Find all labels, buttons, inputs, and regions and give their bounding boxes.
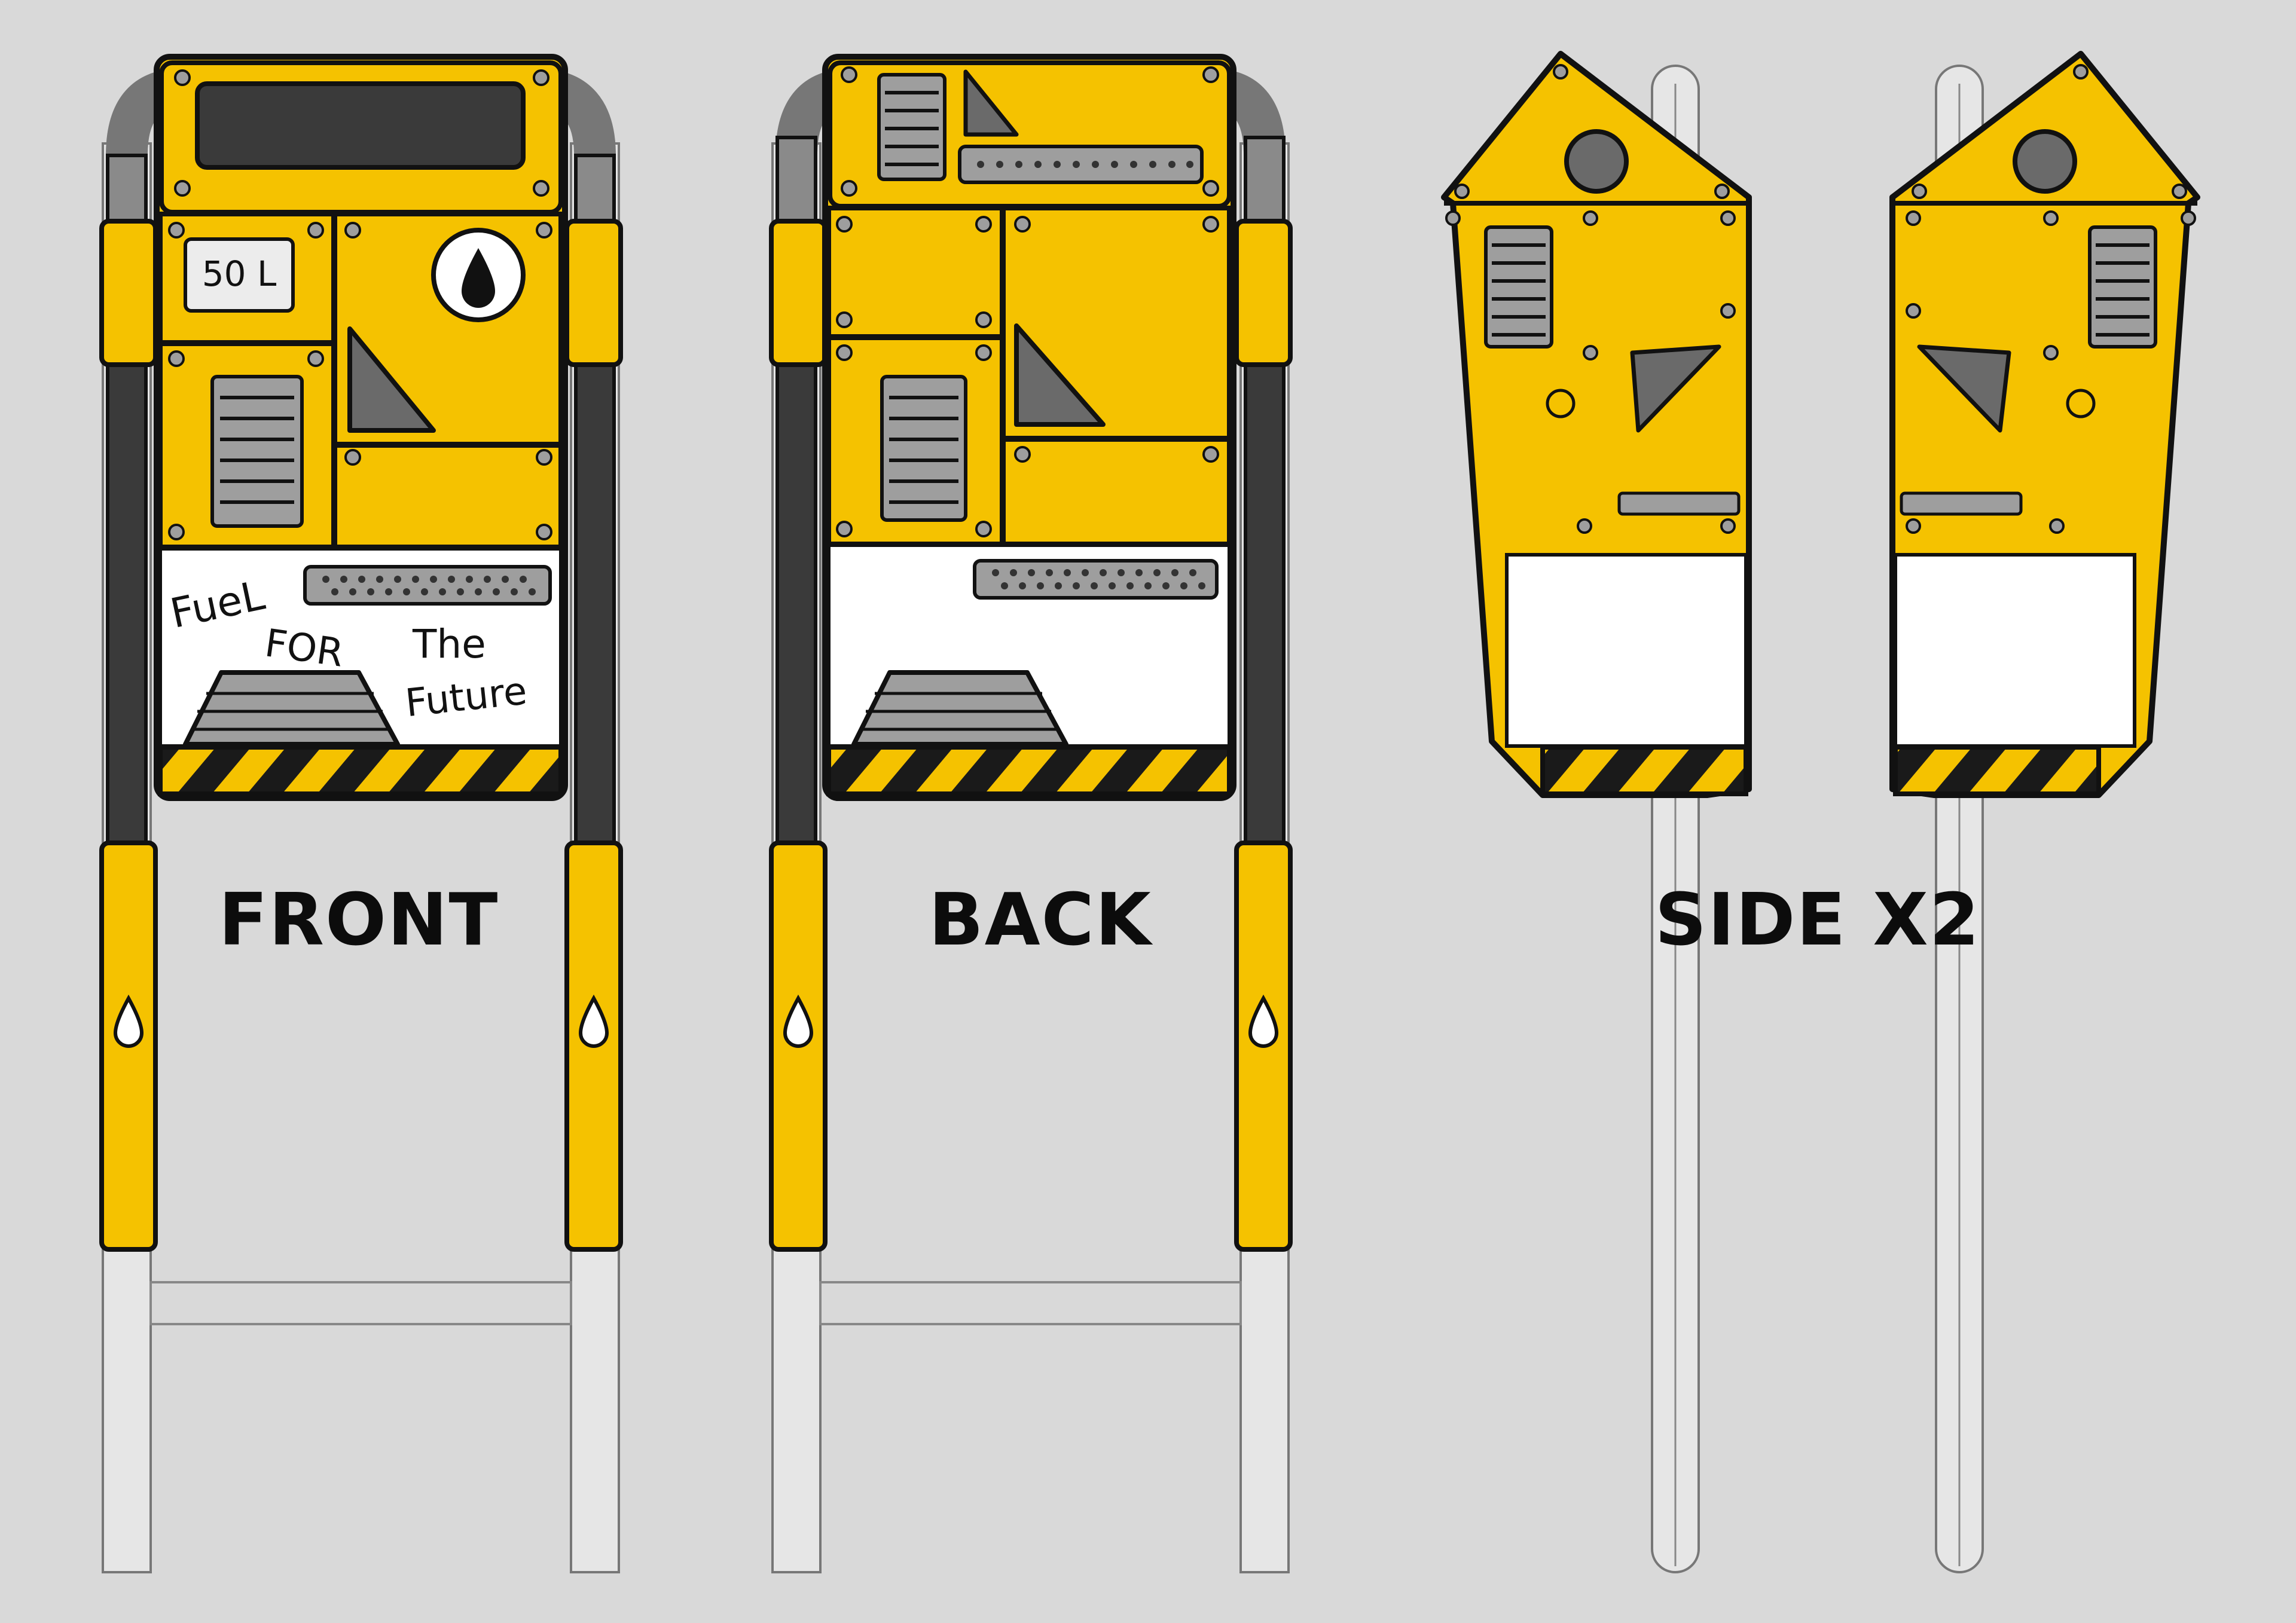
nozzle-holder	[851, 670, 1068, 747]
connector-strip	[303, 565, 552, 606]
capacity-sticker	[184, 237, 295, 313]
white-band	[1505, 553, 1748, 748]
connector-strip	[958, 145, 1204, 184]
fuel-drop-icon	[578, 994, 609, 1048]
slogan-line-2: FOR	[262, 621, 346, 676]
hazard-stripe	[1540, 745, 1748, 796]
fuel-drop-icon	[783, 994, 814, 1048]
hazard-stripe	[1893, 745, 2101, 796]
capacity-label: 50 L	[202, 253, 277, 294]
vent-grille	[880, 375, 967, 522]
warning-triangle-icon	[963, 69, 1019, 137]
side-view-right	[1889, 51, 2200, 1573]
front-view: 50 L FueL FOR The Future	[99, 54, 623, 1573]
back-view	[769, 54, 1293, 1573]
side-port	[1564, 129, 1629, 194]
connector-strip	[973, 559, 1219, 600]
vent-grille	[210, 375, 304, 528]
side-view-left	[1441, 51, 1752, 1573]
view-label-front: FRONT	[218, 879, 499, 962]
warning-triangle-icon	[1014, 323, 1106, 427]
fuel-drop-icon	[1248, 994, 1279, 1048]
warning-triangle-icon	[347, 326, 436, 433]
warning-triangle-icon	[1917, 344, 2011, 433]
nozzle-holder	[183, 670, 400, 747]
display-screen	[195, 81, 526, 170]
side-port	[2013, 129, 2077, 194]
slogan-line-3: The	[412, 621, 486, 667]
connector-strip	[1900, 491, 2023, 516]
view-label-side: SIDE X2	[1654, 879, 1981, 962]
fuel-drop-icon	[462, 248, 495, 308]
hazard-stripe	[158, 745, 563, 796]
hazard-stripe	[826, 745, 1232, 796]
warning-triangle-icon	[1630, 344, 1721, 433]
fuel-drop-icon	[113, 994, 144, 1048]
white-band	[1894, 553, 2136, 748]
view-label-back: BACK	[929, 879, 1152, 962]
connector-strip	[1617, 491, 1741, 516]
